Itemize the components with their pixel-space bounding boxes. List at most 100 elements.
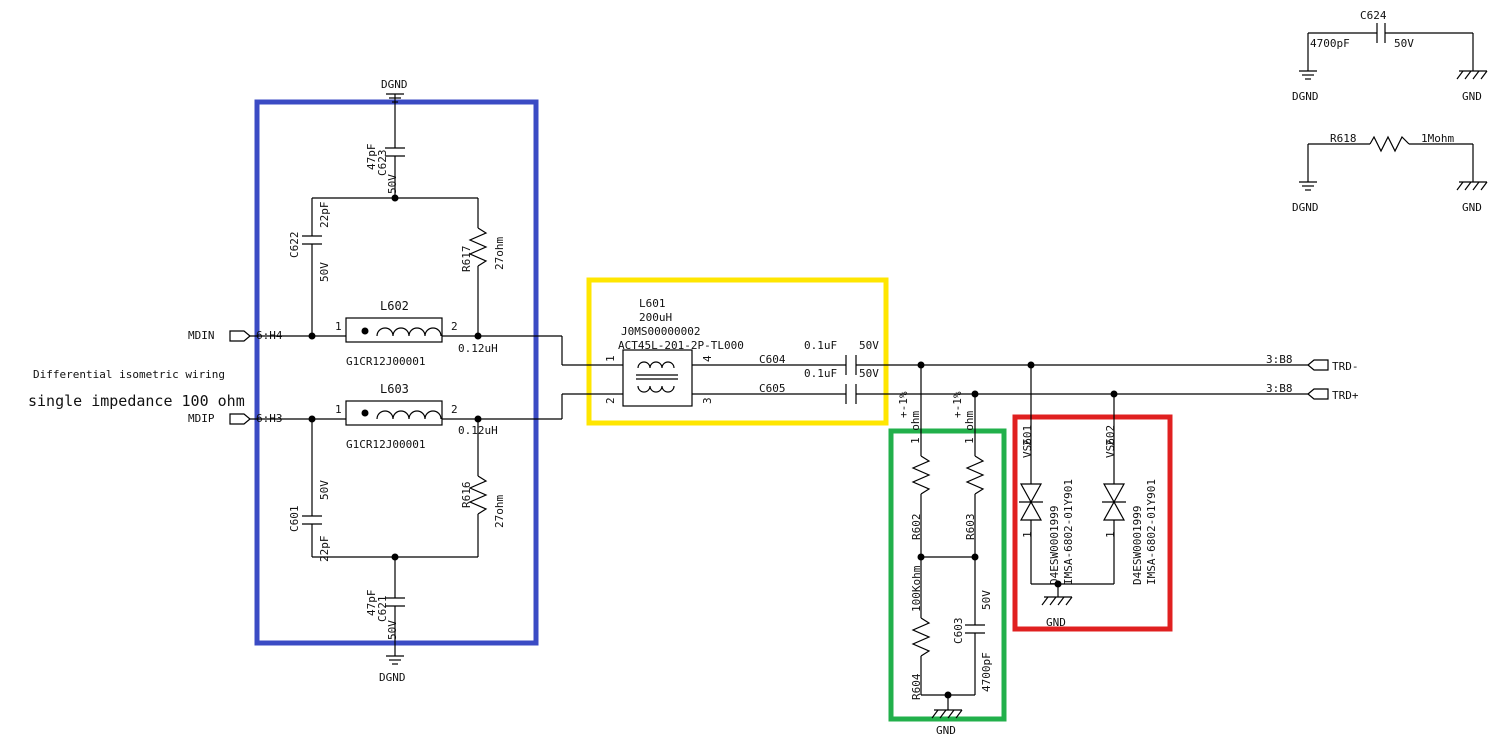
capacitor-c601: 50V C601 22pF [288, 480, 331, 562]
l601-pin2: 2 [604, 397, 617, 404]
c622-voltage: 50V [318, 262, 331, 282]
gnd-symbol-r618: GND [1456, 181, 1488, 214]
highlight-box-green [888, 428, 1007, 722]
gnd-symbol-c624: GND [1456, 70, 1488, 103]
r604-value: 100Kohm [910, 565, 923, 612]
vs602-pin1: 1 [1104, 531, 1117, 538]
capacitor-c621: 47pF C621 50V [365, 590, 405, 640]
c622-value: 22pF [318, 202, 331, 229]
mdin-label: MDIN [188, 329, 215, 342]
l601-pin4: 4 [701, 355, 714, 362]
trd-plus-ref: 3:B8 [1266, 382, 1293, 395]
port-trd-plus: 3:B8 TRD+ [1266, 382, 1359, 402]
l601-value: 200uH [639, 311, 672, 324]
l602-ref: L602 [380, 299, 409, 313]
r604-ref: R604 [910, 673, 923, 700]
c603-value: 4700pF [980, 652, 993, 692]
l602-pin1: 1 [335, 320, 342, 333]
vs602-pin2: 2 [1104, 439, 1117, 446]
l601-model: ACT45L-201-2P-TL000 [618, 339, 744, 352]
c603-ref: C603 [952, 618, 965, 645]
r618-value: 1Mohm [1421, 132, 1454, 145]
dgnd-symbol-c624: DGND [1292, 70, 1319, 103]
vs601-model: IMSA-6802-01Y901 [1062, 479, 1075, 585]
junction-dot [474, 332, 482, 340]
c622-ref: C622 [288, 232, 301, 259]
inductor-l603: 1 2 L603 G1CR12J00001 0.12uH [335, 382, 498, 451]
polarity-dot [361, 409, 369, 417]
gnd-label-tvs: GND [1046, 616, 1066, 629]
resistor-r618: R618 1Mohm [1308, 132, 1473, 153]
c623-ref: C623 [376, 150, 389, 177]
l602-value: 0.12uH [458, 342, 498, 355]
dgnd-label-top: DGND [381, 78, 408, 91]
note-differential-wiring: Differential isometric wiring [33, 368, 225, 381]
c605-ref: C605 [759, 382, 786, 395]
tvs-diode-vs602: 2 VS602 1 D4ESW0001999 IMSA-6802-01Y901 [1102, 425, 1158, 585]
dgnd-symbol-bottom: DGND [379, 655, 406, 684]
c604-value: 0.1uF [804, 339, 837, 352]
port-trd-minus: 3:B8 TRD- [1266, 353, 1359, 373]
common-mode-choke-l601: L601 200uH J0MS00000002 ACT45L-201-2P-TL… [604, 297, 744, 407]
r603-tol: +-1% [951, 391, 964, 418]
l602-part: G1CR12J00001 [346, 355, 425, 368]
capacitor-c622: 22pF C622 50V [288, 202, 331, 283]
c624-value: 4700pF [1310, 37, 1350, 50]
dgnd-label-r618: DGND [1292, 201, 1319, 214]
resistor-r603: +-1% 1 ohm R603 [951, 391, 985, 541]
gnd-symbol-tvs: GND [1041, 596, 1073, 629]
c624-ref: C624 [1360, 9, 1387, 22]
dgnd-symbol-r618: DGND [1292, 181, 1319, 214]
r602-value: 1 ohm [909, 411, 922, 444]
c605-value: 0.1uF [804, 367, 837, 380]
r603-value: 1 ohm [963, 411, 976, 444]
capacitor-c604: C604 0.1uF 50V [759, 339, 879, 375]
c601-ref: C601 [288, 506, 301, 533]
junction-dot [971, 553, 979, 561]
l602-pin2: 2 [451, 320, 458, 333]
vs602-part: D4ESW0001999 [1131, 506, 1144, 585]
r617-ref: R617 [460, 246, 473, 273]
gnd-label-bottom: GND [936, 724, 956, 737]
dgnd-label-bottom: DGND [379, 671, 406, 684]
l601-ref: L601 [639, 297, 666, 310]
vs601-pin1: 1 [1021, 531, 1034, 538]
vs602-model: IMSA-6802-01Y901 [1145, 479, 1158, 585]
c621-ref: C621 [376, 596, 389, 623]
resistor-r617: R617 27ohm [460, 227, 506, 273]
vs601-pin2: 2 [1021, 439, 1034, 446]
c605-voltage: 50V [859, 367, 879, 380]
c604-voltage: 50V [859, 339, 879, 352]
junction-dot [308, 332, 316, 340]
trd-minus-ref: 3:B8 [1266, 353, 1293, 366]
note-single-impedance: single impedance 100 ohm [28, 392, 245, 410]
gnd-label-r618: GND [1462, 201, 1482, 214]
c604-ref: C604 [759, 353, 786, 366]
l603-pin2: 2 [451, 403, 458, 416]
c621-voltage: 50V [386, 620, 399, 640]
c601-value: 22pF [318, 536, 331, 563]
gnd-label-c624: GND [1462, 90, 1482, 103]
tvs-diode-vs601: 2 VS601 1 D4ESW0001999 IMSA-6802-01Y901 [1019, 425, 1075, 585]
highlight-box-red [1012, 414, 1173, 632]
trd-plus-label: TRD+ [1332, 389, 1359, 402]
c624-voltage: 50V [1394, 37, 1414, 50]
vs601-ref: VS601 [1021, 425, 1034, 458]
r617-value: 27ohm [493, 237, 506, 270]
r602-ref: R602 [910, 514, 923, 541]
resistor-r616: R616 27ohm [460, 475, 506, 528]
mdip-label: MDIP [188, 412, 215, 425]
gnd-symbol-bottom: GND [931, 709, 963, 737]
highlight-box-yellow [586, 277, 889, 426]
l603-pin1: 1 [335, 403, 342, 416]
r603-ref: R603 [964, 514, 977, 541]
vs602-ref: VS602 [1104, 425, 1117, 458]
capacitor-c605: C605 0.1uF 50V [759, 367, 879, 404]
dgnd-label-c624: DGND [1292, 90, 1319, 103]
trd-minus-label: TRD- [1332, 360, 1359, 373]
c603-voltage: 50V [980, 590, 993, 610]
capacitor-c603: 50V C603 4700pF [952, 590, 993, 692]
r616-value: 27ohm [493, 495, 506, 528]
r616-ref: R616 [460, 482, 473, 509]
c623-value: 47pF [365, 144, 378, 171]
